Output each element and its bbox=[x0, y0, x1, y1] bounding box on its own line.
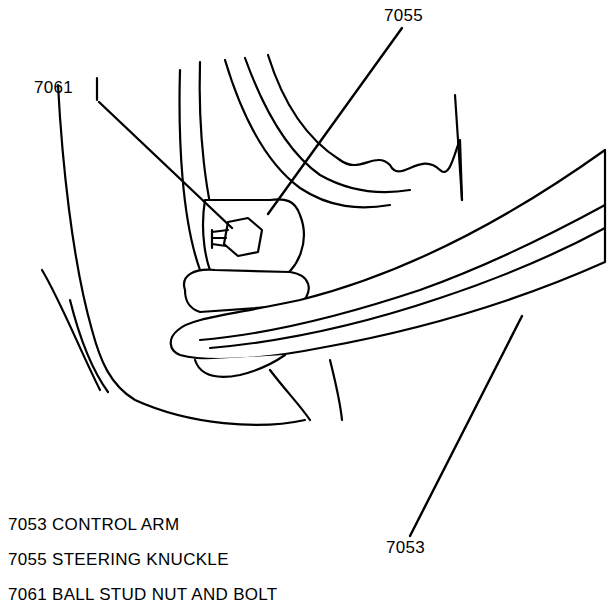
bolt-thread bbox=[212, 230, 228, 248]
control-arm bbox=[171, 150, 605, 359]
leader-line bbox=[99, 102, 232, 228]
legend-line: 7061 BALL STUD NUT AND BOLT bbox=[8, 585, 278, 605]
body-line bbox=[270, 370, 310, 420]
callout-number: 7053 bbox=[386, 538, 425, 558]
body-line bbox=[96, 78, 98, 100]
leader-line bbox=[268, 28, 402, 214]
leader-line bbox=[410, 316, 522, 536]
body-line bbox=[42, 270, 100, 390]
rotor-curve bbox=[225, 60, 390, 207]
body-line bbox=[70, 300, 108, 392]
fender-outline bbox=[58, 85, 305, 425]
knuckle-edge bbox=[455, 95, 462, 200]
rotor-curve bbox=[268, 55, 340, 160]
ball-stud-nut bbox=[224, 218, 262, 256]
rotor-curve bbox=[180, 70, 200, 270]
rotor-curve bbox=[245, 58, 410, 192]
legend-line: 7055 STEERING KNUCKLE bbox=[8, 550, 229, 570]
knuckle-edge bbox=[340, 140, 462, 200]
arm-ridge bbox=[200, 205, 605, 340]
legend-line: 7053 CONTROL ARM bbox=[8, 515, 179, 535]
callout-number: 7055 bbox=[384, 6, 423, 26]
callout-number: 7061 bbox=[34, 78, 73, 98]
arm-ridge bbox=[210, 228, 605, 348]
body-line bbox=[330, 360, 342, 420]
